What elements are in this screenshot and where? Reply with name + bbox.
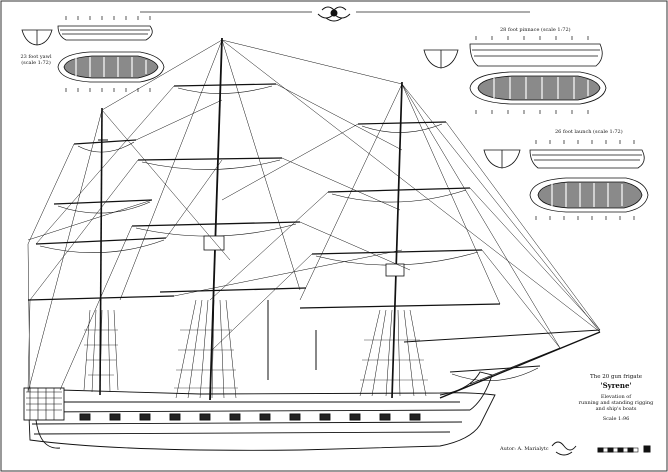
- yawl-caption: 23 foot yawl (scale 1:72): [20, 54, 52, 66]
- mizzen-mast: [299, 81, 501, 399]
- description-line-3: and ship's boats: [595, 406, 637, 412]
- launch-plan: [529, 177, 649, 213]
- launch-profile: [529, 149, 645, 169]
- launch-section: [483, 149, 521, 169]
- scale-label: Scale 1:96: [602, 416, 630, 422]
- gaff-rig: [267, 300, 601, 382]
- pinnace-scale-ticks: [475, 36, 589, 114]
- yawl-profile: [57, 25, 153, 41]
- description-line-2: running and standing rigging: [578, 400, 654, 406]
- launch-scale-ticks: [535, 140, 635, 220]
- rigging-lines: [27, 39, 601, 393]
- pinnace-profile: [469, 43, 603, 67]
- cartouche-ornament: [317, 6, 351, 22]
- bowsprit: [439, 331, 601, 399]
- scale-bar: [597, 445, 651, 453]
- ship-hull: [23, 371, 496, 451]
- launch-caption: 26 foot launch (scale 1:72): [555, 129, 623, 135]
- ship-name: 'Syrene': [600, 381, 632, 390]
- yawl-section: [21, 29, 53, 46]
- main-mast: [131, 37, 307, 401]
- title-line: The 20 gun frigate: [589, 374, 642, 380]
- pinnace-plan: [469, 71, 607, 105]
- pinnace-caption: 28 foot pinnace (scale 1:72): [500, 27, 571, 33]
- yawl-scale-ticks: [65, 16, 151, 92]
- author-credit: Autor: A. Marialytc: [500, 446, 549, 452]
- description-line-1: Elevation of: [600, 394, 632, 400]
- signature-flourish: [551, 441, 577, 456]
- yawl-plan: [57, 51, 165, 83]
- pinnace-section: [423, 49, 459, 69]
- fore-mast: [27, 107, 175, 396]
